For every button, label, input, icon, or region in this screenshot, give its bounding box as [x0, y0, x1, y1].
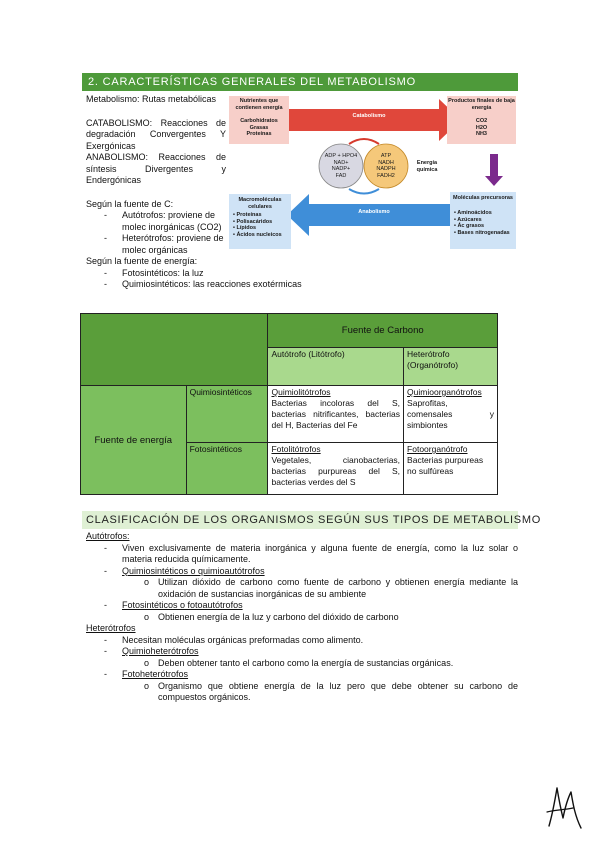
nutrients-items: Carbohidratos Grasas Proteínas [240, 118, 278, 137]
products-items: CO2 H2O NH3 [475, 118, 488, 137]
cell-fotolitotrofos: Fotolitótrofos Vegetales, cianobacterias… [267, 442, 405, 495]
nutrients-label: Nutrientes que contienen energía [235, 98, 283, 111]
line-quimiosinteticos: Quimiosintéticos: las reacciones exotérm… [86, 279, 452, 291]
products-box [447, 96, 516, 144]
precursors-label: Moléculas precursoras [453, 195, 513, 201]
metabolism-diagram: Nutrientes que contienen energía Carbohi… [229, 94, 516, 249]
quimioorgano-text: Saprofitas, comensales y simbiontes [407, 398, 494, 430]
fotoheterotrofos-desc: Organismo que obtiene energía de la luz … [86, 681, 518, 704]
fotoheterotrofos-heading: Fotoheterótrofos [86, 669, 518, 681]
quimioheterotrofos-title: Quimioheterótrofos [122, 646, 199, 656]
cell-quimiolitotrofos: Quimiolitótrofos Bacterias incoloras del… [267, 385, 405, 443]
adp-label: ADP + HPO4 NAD+ NADP+ FAD [324, 153, 358, 179]
atp-circle [363, 143, 409, 189]
section-1-title: 2. CARACTERÍSTICAS GENERALES DEL METABOL… [82, 73, 518, 91]
line-anabolismo: ANABOLISMO: Reacciones de síntesis Diver… [86, 152, 226, 185]
anabolism-label: Anabolismo [358, 209, 390, 215]
table-corner [79, 313, 269, 386]
fotoorgano-title: Fotoorganótrofo [407, 444, 468, 454]
quimioheterotrofos-desc: Deben obtener tanto el carbono como la e… [86, 658, 518, 670]
energy-label: Energía química [416, 160, 438, 173]
header-autotrofo: Autótrofo (Litótrofo) [267, 347, 405, 386]
atp-label: ATP NADH NADPH FADH2 [376, 153, 396, 179]
line-fuente-c: Según la fuente de C: [86, 198, 174, 209]
quimioautotrofos-desc: Utilizan dióxido de carbono como fuente … [86, 577, 518, 600]
cell-fotoorganotrofo: Fotoorganótrofo Bacterias purpureas no s… [403, 442, 498, 495]
fotoorgano-text: Bacterias purpureas no sulfúreas [407, 455, 484, 476]
line-metabolismo: Metabolismo: Rutas metabólicas [86, 94, 217, 104]
line-autotrofos: Autótrofos: proviene de molec inorgánica… [86, 210, 226, 233]
row-header-fotosinteticos: Fotosintéticos [185, 442, 269, 495]
fotoautotrofos-heading: Fotosintéticos o fotoautótrofos [86, 600, 518, 612]
line-fotosinteticos: Fotosintéticos: la luz [86, 268, 452, 280]
quimiolito-title: Quimiolitótrofos [271, 387, 331, 397]
row-header-fuente-energia: Fuente de energía [80, 385, 187, 495]
adp-circle [318, 143, 364, 189]
header-fuente-carbono: Fuente de Carbono [267, 313, 498, 348]
quimiolito-text: Bacterias incoloras del S, bacterias nit… [271, 398, 401, 430]
carbon-energy-table: Fuente de Carbono Autótrofo (Litótrofo) … [79, 313, 498, 495]
macro-items: • Proteínas • Polisacáridos • Lípidos • … [233, 212, 282, 238]
fotolito-title: Fotolitótrofos [271, 444, 321, 454]
macro-label: Macromoléculas celulares [238, 197, 282, 210]
exchange-arrow-top [348, 138, 380, 145]
quimioheterotrofos-heading: Quimioheterótrofos [86, 646, 518, 658]
heterotrofos-heading: Heterótrofos [86, 623, 136, 633]
heterotrofos-desc: Necesitan moléculas orgánicas preformada… [86, 635, 518, 647]
anabolism-arrow [287, 194, 456, 236]
catabolism-arrow [289, 99, 461, 141]
nutrients-box [229, 96, 289, 144]
fotoautotrofos-desc: Obtienen energía de la luz y carbono del… [86, 612, 518, 624]
quimioautotrofos-title: Quimiosintéticos o quimioautótrofos [122, 565, 265, 576]
fotoautotrofos-title: Fotosintéticos o fotoautótrofos [122, 600, 243, 610]
purple-arrow-head [485, 176, 503, 186]
macro-box [229, 194, 291, 249]
catabolism-label: Catabolismo [352, 113, 386, 119]
section-2-title: CLASIFICACIÓN DE LOS ORGANISMOS SEGÚN SU… [82, 511, 540, 529]
precursors-items: • Aminoácidos • Azúcares • Ác grasos • B… [454, 210, 510, 236]
line-catabolismo: CATABOLISMO: Reacciones de degradación C… [86, 117, 226, 151]
autotrofos-heading: Autótrofos: [86, 531, 130, 541]
line-fuente-energia: Según la fuente de energía: [86, 256, 198, 266]
classification-notes: Autótrofos: Viven exclusivamente de mate… [86, 531, 518, 704]
row-header-quimiosinteticos: Quimiosintéticos [185, 385, 269, 443]
fotolito-text: Vegetales, cianobacterias, bacterias pur… [271, 455, 401, 487]
metabolism-notes: Metabolismo: Rutas metabólicas CATABOLIS… [86, 94, 302, 291]
precursors-box [450, 192, 516, 249]
autotrofos-desc: Viven exclusivamente de materia inorgáni… [86, 543, 518, 566]
exchange-arrow-bottom [348, 188, 380, 195]
fotoheterotrofos-title: Fotoheterótrofos [122, 669, 189, 679]
header-heterotrofo: Heterótrofo (Organótrofo) [403, 347, 498, 386]
signature-mark [546, 787, 582, 829]
cell-quimioorganotrofos: Quimioorganótrofos Saprofitas, comensale… [403, 385, 498, 443]
line-heterotrofos: Heterótrofos: proviene de molec orgánica… [86, 233, 226, 256]
products-label: Productos finales de baja energía [448, 98, 515, 111]
quimioautotrofos-heading: Quimiosintéticos o quimioautótrofos [86, 566, 518, 578]
quimioorgano-title: Quimioorganótrofos [407, 387, 482, 397]
diagram-graphics [229, 96, 516, 249]
purple-arrow-shaft [490, 154, 498, 176]
